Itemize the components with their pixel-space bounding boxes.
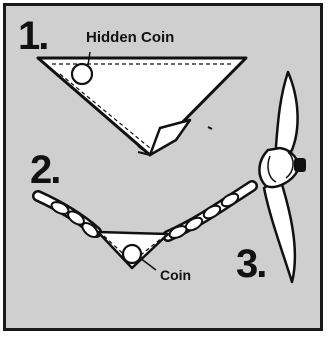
rolled-scarf: [38, 186, 252, 268]
tied-scarf: [259, 72, 306, 282]
folded-scarf-triangle: [38, 58, 246, 155]
coin-pointer: [140, 258, 156, 270]
coin-label: Coin: [160, 268, 191, 282]
hidden-coin-label: Hidden Coin: [86, 30, 174, 45]
step-one-number: 1.: [18, 16, 47, 56]
step-three-number: 3.: [236, 244, 265, 284]
step-two-number: 2.: [30, 150, 59, 190]
speck-mark: [208, 127, 212, 129]
coin-circle: [123, 245, 141, 263]
hidden-coin-circle: [72, 64, 92, 84]
